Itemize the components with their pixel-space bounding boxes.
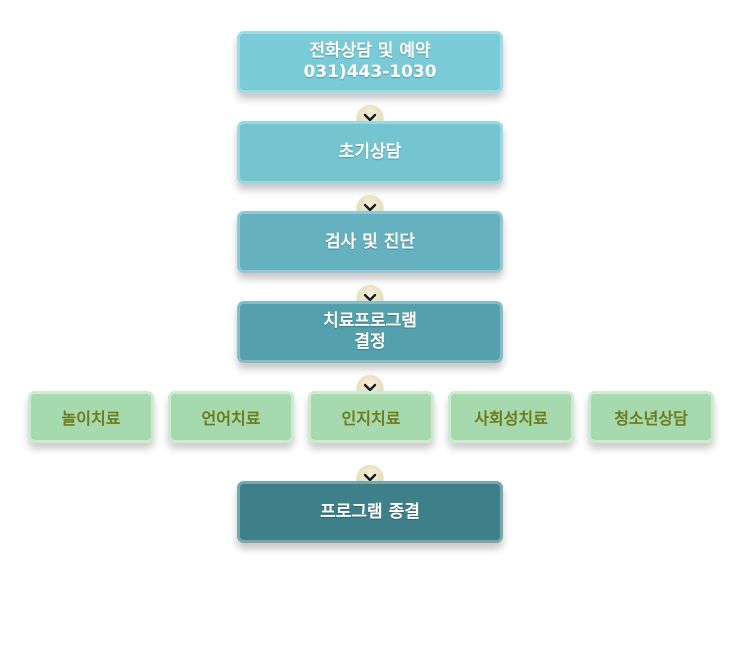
- therapy-social: 사회성치료: [448, 391, 574, 443]
- step-decision-line2: 결정: [354, 332, 386, 352]
- step-decision-line1: 치료프로그램: [323, 311, 417, 331]
- step-phone-title: 전화상담 및 예약: [309, 41, 431, 61]
- therapy-speech: 언어치료: [168, 391, 294, 443]
- step-program-end: 프로그램 종결: [237, 481, 503, 543]
- step-initial-consultation: 초기상담: [237, 121, 503, 184]
- step-assessment-label: 검사 및 진단: [324, 231, 416, 252]
- therapy-youth-counseling: 청소년상담: [588, 391, 714, 443]
- therapy-play: 놀이치료: [28, 391, 154, 443]
- step-program-decision: 치료프로그램 결정: [237, 301, 503, 363]
- step-assessment: 검사 및 진단: [237, 211, 503, 273]
- therapy-cognitive: 인지치료: [308, 391, 434, 443]
- step-initial-label: 초기상담: [338, 142, 402, 162]
- step-end-label: 프로그램 종결: [320, 501, 420, 522]
- step-phone-consultation: 전화상담 및 예약 031)443-1030: [237, 31, 503, 93]
- step-phone-number: 031)443-1030: [303, 62, 437, 82]
